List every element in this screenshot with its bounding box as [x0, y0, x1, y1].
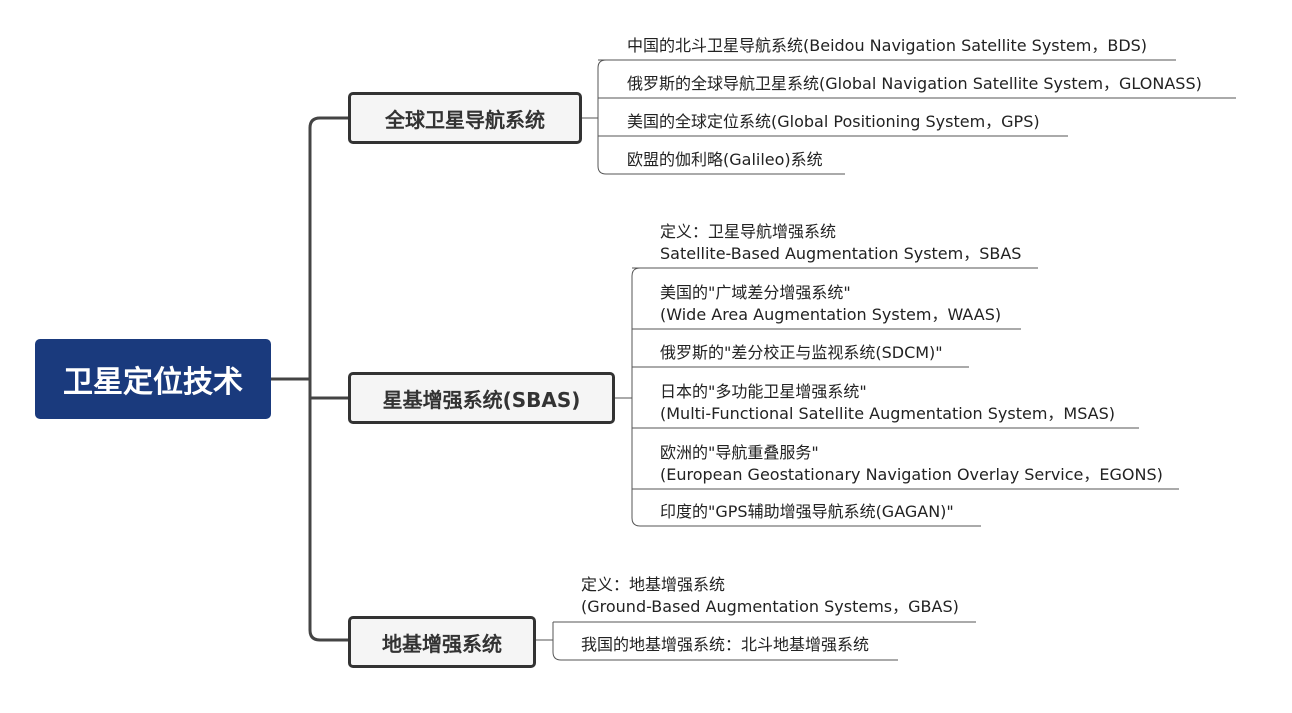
leaf-line: (Ground-Based Augmentation Systems，GBAS)	[581, 597, 959, 616]
leaf-line: 定义：卫星导航增强系统	[660, 222, 837, 241]
branch2-spine	[631, 267, 641, 527]
leaf-line: (Wide Area Augmentation System，WAAS)	[660, 305, 1002, 324]
branch-label: 地基增强系统	[382, 631, 502, 656]
leaf-line: 日本的"多功能卫星增强系统"	[660, 382, 867, 401]
branch3-spine	[552, 622, 562, 661]
leaf-line: 我国的地基增强系统：北斗地基增强系统	[581, 635, 870, 654]
leaf-node[interactable]: 美国的"广域差分增强系统" (Wide Area Augmentation Sy…	[660, 282, 1001, 326]
branch-label: 星基增强系统(SBAS)	[382, 387, 581, 412]
leaf-line: 欧洲的"导航重叠服务"	[660, 443, 819, 462]
leaf-node[interactable]: 俄罗斯的全球导航卫星系统(Global Navigation Satellite…	[627, 73, 1202, 95]
leaf-line: 中国的北斗卫星导航系统(Beidou Navigation Satellite …	[627, 36, 1148, 55]
branch-node-gbas[interactable]: 地基增强系统	[348, 616, 536, 668]
branch1-spine	[597, 59, 607, 175]
branch-label: 全球卫星导航系统	[385, 107, 545, 132]
trunk-line	[308, 116, 321, 642]
leaf-node[interactable]: 欧洲的"导航重叠服务" (European Geostationary Navi…	[660, 442, 1163, 486]
leaf-node[interactable]: 俄罗斯的"差分校正与监视系统(SDCM)"	[660, 342, 943, 364]
leaf-node[interactable]: 中国的北斗卫星导航系统(Beidou Navigation Satellite …	[627, 35, 1147, 57]
leaf-line: 俄罗斯的全球导航卫星系统(Global Navigation Satellite…	[627, 74, 1202, 93]
leaf-node[interactable]: 日本的"多功能卫星增强系统" (Multi-Functional Satelli…	[660, 381, 1115, 425]
leaf-node[interactable]: 欧盟的伽利略(Galileo)系统	[627, 149, 823, 171]
leaf-node[interactable]: 我国的地基增强系统：北斗地基增强系统	[581, 634, 869, 656]
leaf-node[interactable]: 美国的全球定位系统(Global Positioning System，GPS)	[627, 111, 1040, 133]
leaf-line: 印度的"GPS辅助增强导航系统(GAGAN)"	[660, 502, 954, 521]
leaf-line: 欧盟的伽利略(Galileo)系统	[627, 150, 823, 169]
leaf-node[interactable]: 印度的"GPS辅助增强导航系统(GAGAN)"	[660, 501, 954, 523]
leaf-node[interactable]: 定义：卫星导航增强系统 Satellite-Based Augmentation…	[660, 221, 1021, 265]
leaf-line: 俄罗斯的"差分校正与监视系统(SDCM)"	[660, 343, 943, 362]
leaf-line: 美国的全球定位系统(Global Positioning System，GPS)	[627, 112, 1040, 131]
leaf-line: (Multi-Functional Satellite Augmentation…	[660, 404, 1116, 423]
branch-node-sbas[interactable]: 星基增强系统(SBAS)	[348, 372, 615, 424]
branch-node-gnss[interactable]: 全球卫星导航系统	[348, 92, 582, 144]
root-label: 卫星定位技术	[63, 365, 243, 400]
leaf-line: (European Geostationary Navigation Overl…	[660, 465, 1163, 484]
leaf-line: 美国的"广域差分增强系统"	[660, 283, 851, 302]
leaf-line: Satellite-Based Augmentation System，SBAS	[660, 244, 1022, 263]
leaf-line: 定义：地基增强系统	[581, 575, 726, 594]
leaf-node[interactable]: 定义：地基增强系统 (Ground-Based Augmentation Sys…	[581, 574, 959, 618]
root-node[interactable]: 卫星定位技术	[35, 339, 271, 419]
